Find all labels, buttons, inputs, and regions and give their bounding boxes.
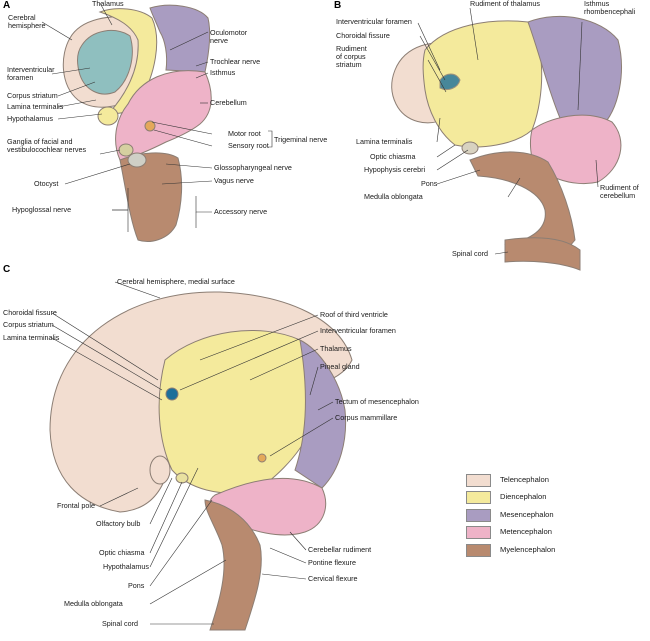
b-metencephalon (530, 114, 622, 184)
b-label-rudiment-thalamus: Rudiment of thalamus (470, 0, 540, 8)
a-label-otocyst: Otocyst (34, 179, 59, 188)
a-label-vagus-nerve: Vagus nerve (214, 176, 254, 185)
c-label-cerebral-hemisphere-medial: Cerebral hemisphere, medial surface (117, 277, 235, 286)
a-lateral-ventricle (77, 29, 133, 95)
b-label-optic-chiasma: Optic chiasma (370, 152, 416, 161)
legend-item-mesencephalon: Mesencephalon (466, 509, 626, 523)
c-label-pontine-flexure: Pontine flexure (308, 558, 356, 567)
legend-swatch-diencephalon (466, 491, 491, 504)
a-label-isthmus: Isthmus (210, 68, 236, 77)
b-label-spinal-cord: Spinal cord (452, 249, 488, 258)
c-label-pons: Pons (128, 581, 145, 590)
c-diencephalon (158, 330, 320, 494)
c-label-cervical-flexure: Cervical flexure (308, 574, 358, 583)
panel-b-drawing (391, 16, 622, 271)
panel-letter-a: A (3, 0, 11, 11)
legend-item-diencephalon: Diencephalon (466, 491, 626, 505)
a-label-thalamus: Thalamus (92, 0, 124, 8)
b-label-isthmus-rhombencephali: Isthmus rhombencephali (584, 0, 636, 16)
c-label-frontal-pole: Frontal pole (57, 501, 95, 510)
c-label-lamina-terminalis: Lamina terminalis (3, 333, 60, 342)
a-optic-stalk (97, 106, 119, 126)
a-label-corpus-striatum: Corpus striatum (7, 91, 58, 100)
c-label-roof-third-ventricle: Roof of third ventricle (320, 310, 388, 319)
legend-item-myelencephalon: Myelencephalon (466, 544, 626, 558)
c-label-hypothalamus: Hypothalamus (103, 562, 149, 571)
c-interventricular-foramen (165, 387, 179, 401)
a-label-ganglia: Ganglia of facial and vestibulocochlear … (7, 137, 87, 154)
a-label-motor-root: Motor root (228, 129, 261, 138)
a-myelencephalon (119, 152, 183, 242)
a-label-sensory-root: Sensory root (228, 141, 269, 150)
c-label-medulla-oblongata: Medulla oblongata (64, 599, 123, 608)
c-label-corpus-mammillare: Corpus mammillare (335, 413, 398, 422)
b-spinal-cord (504, 237, 581, 271)
legend-label-metencephalon: Metencephalon (500, 527, 552, 536)
a-label-hypothalamus: Hypothalamus (7, 114, 53, 123)
b-label-rudiment-corpus-striatum: Rudiment of corpus striatum (336, 44, 367, 69)
c-label-corpus-striatum: Corpus striatum (3, 320, 54, 329)
b-label-lamina-terminalis: Lamina terminalis (356, 137, 413, 146)
legend-label-telencephalon: Telencephalon (500, 475, 549, 484)
legend-swatch-mesencephalon (466, 509, 491, 522)
b-label-rudiment-cerebellum: Rudiment of cerebellum (600, 183, 639, 200)
c-label-thalamus: Thalamus (320, 344, 352, 353)
a-label-interventricular-foramen: Interventricular foramen (7, 65, 55, 82)
leader-lines (41, 2, 599, 625)
c-label-spinal-cord: Spinal cord (102, 619, 138, 628)
a-label-hypoglossal-nerve: Hypoglossal nerve (12, 205, 72, 214)
a-metencephalon (115, 70, 212, 161)
c-optic-chiasma (175, 472, 189, 484)
legend-swatch-telencephalon (466, 474, 491, 487)
a-trigeminal-root (144, 120, 156, 132)
c-corpus-mammillare (257, 453, 267, 463)
a-otocyst (127, 152, 147, 168)
a-label-cerebellum: Cerebellum (210, 98, 247, 107)
b-mesencephalon (527, 16, 622, 129)
a-label-glossopharyngeal-nerve: Glossopharyngeal nerve (214, 163, 292, 172)
c-label-tectum-mesencephalon: Tectum of mesencephalon (335, 397, 419, 406)
a-label-cerebral-hemisphere: Cerebral hemisphere (8, 13, 46, 30)
legend-item-telencephalon: Telencephalon (466, 474, 626, 488)
c-myelencephalon (204, 499, 262, 631)
a-facial-ganglion (118, 143, 134, 157)
legend-swatch-myelencephalon (466, 544, 491, 557)
c-label-choroidal-fissure: Choroidal fissure (3, 308, 57, 317)
c-label-pineal-gland: Pineal gland (320, 362, 360, 371)
legend-label-myelencephalon: Myelencephalon (500, 545, 556, 554)
c-olfactory-bulb (149, 455, 171, 485)
b-label-medulla-oblongata: Medulla oblongata (364, 192, 423, 201)
legend-label-diencephalon: Diencephalon (500, 492, 547, 501)
b-label-choroidal-fissure: Choroidal fissure (336, 31, 390, 40)
panel-c-drawing (49, 291, 353, 631)
legend-item-metencephalon: Metencephalon (466, 526, 626, 540)
panel-a-drawing (62, 4, 212, 242)
a-label-lamina-terminalis: Lamina terminalis (7, 102, 64, 111)
c-label-olfactory-bulb: Olfactory bulb (96, 519, 141, 528)
b-label-pons: Pons (421, 179, 438, 188)
a-label-trochlear-nerve: Trochlear nerve (210, 57, 261, 66)
c-label-optic-chiasma: Optic chiasma (99, 548, 145, 557)
a-label-trigeminal-nerve: Trigeminal nerve (274, 135, 328, 144)
b-diencephalon (422, 20, 543, 148)
panel-letter-c: C (3, 264, 11, 275)
legend-label-mesencephalon: Mesencephalon (500, 510, 554, 519)
a-label-accessory-nerve: Accessory nerve (214, 207, 268, 216)
c-mesencephalon (294, 339, 347, 489)
c-label-interventricular-foramen: Interventricular foramen (320, 326, 396, 335)
b-label-hypophysis-cerebri: Hypophysis cerebri (364, 165, 426, 174)
a-label-oculomotor-nerve: Oculomotor nerve (210, 28, 248, 45)
a-mesencephalon (149, 4, 211, 73)
legend-swatch-metencephalon (466, 526, 491, 539)
panel-letter-b: B (334, 0, 342, 11)
c-label-cerebellar-rudiment: Cerebellar rudiment (308, 545, 372, 554)
b-label-interventricular-foramen: Interventricular foramen (336, 17, 412, 26)
